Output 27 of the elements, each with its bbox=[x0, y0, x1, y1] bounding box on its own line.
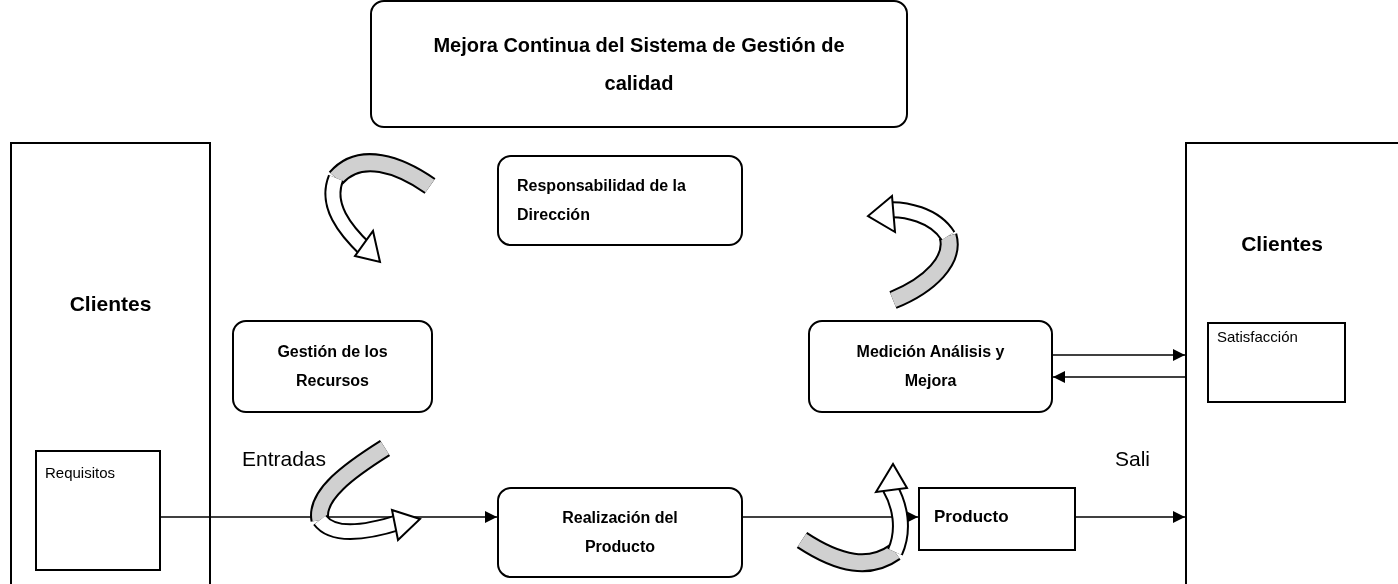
node-label: Medición Análisis y Mejora bbox=[855, 341, 1006, 391]
process-box bbox=[808, 320, 1053, 413]
process-box bbox=[497, 487, 743, 578]
title-box bbox=[370, 0, 908, 128]
customer-band bbox=[10, 142, 211, 584]
group-heading: Clientes bbox=[69, 292, 152, 316]
process-box bbox=[497, 155, 743, 246]
product-box bbox=[918, 487, 1076, 551]
customer-band bbox=[1185, 142, 1398, 584]
requirements-box bbox=[35, 450, 161, 571]
arrow bbox=[742, 511, 919, 523]
inputs-label: Entradas bbox=[242, 447, 327, 471]
node-label: Satisfacción bbox=[1217, 328, 1298, 345]
satisfaction-box bbox=[1207, 322, 1346, 403]
outputs-label: Sali bbox=[1115, 447, 1151, 471]
node-label: Responsabilidad de la Dirección bbox=[517, 176, 687, 225]
process-box bbox=[232, 320, 433, 413]
node-label: Requisitos bbox=[45, 464, 116, 481]
arrow bbox=[160, 511, 498, 523]
node-label: Gestión de los Recursos bbox=[276, 341, 389, 391]
node-label: Realización del Producto bbox=[561, 507, 679, 557]
arrow bbox=[1075, 511, 1186, 523]
group-heading: Clientes bbox=[1241, 232, 1323, 256]
arrow bbox=[1052, 371, 1186, 383]
arrow bbox=[1052, 349, 1186, 361]
node-label: Producto bbox=[934, 507, 1009, 527]
title-text: Mejora Continua del Sistema de Gestión de calidad bbox=[432, 33, 846, 96]
